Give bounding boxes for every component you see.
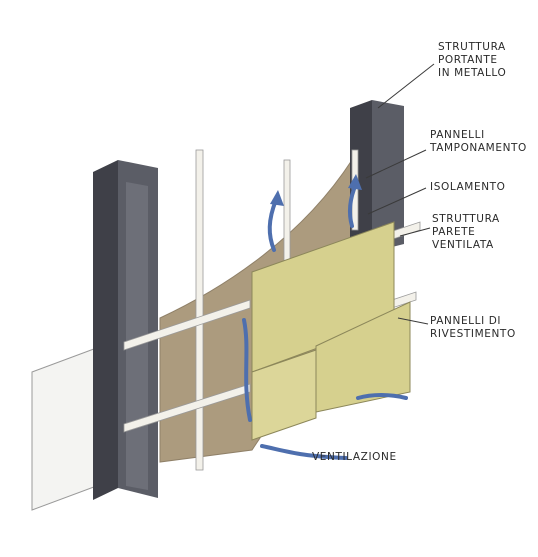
horizontal-rails xyxy=(123,221,421,433)
leader-lines xyxy=(365,63,435,325)
label-ventilazione: VENTILAZIONE xyxy=(312,451,397,463)
label-struttura-parete-ventilata: STRUTTURA PARETE VENTILATA xyxy=(432,213,504,251)
label-isolamento: ISOLAMENTO xyxy=(430,181,506,193)
cladding-panel-bottom xyxy=(251,349,317,441)
steel-column-left xyxy=(93,160,158,500)
cladding-panels xyxy=(251,221,411,441)
label-pannelli-tamponamento: PANNELLI TAMPONAMENTO xyxy=(429,129,527,154)
airflow-arrowheads xyxy=(270,174,362,206)
label-pannelli-rivestimento: PANNELLI DI RIVESTIMENTO xyxy=(430,315,516,340)
label-struttura-portante: STRUTTURA PORTANTE IN METALLO xyxy=(438,41,510,79)
